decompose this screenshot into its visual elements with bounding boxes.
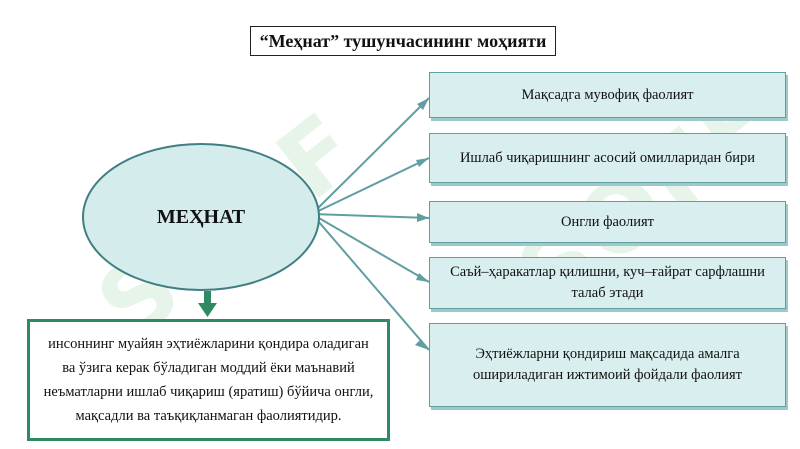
item-text-2: Ишлаб чиқаришнинг асосий омилларидан бир… — [459, 149, 756, 166]
arrowhead-3 — [417, 213, 429, 222]
item-text-4: Саъй–ҳаракатлар қилишни, куч–ғайрат сарф… — [450, 264, 765, 301]
arrowhead-4 — [416, 273, 429, 282]
center-label: МЕҲНАТ — [156, 205, 246, 228]
arrowhead-1 — [417, 98, 429, 110]
connector-line-5 — [311, 213, 430, 351]
arrowhead-2 — [416, 158, 429, 167]
item-text-3: Онгли фаолият — [561, 213, 654, 230]
down-arrow — [198, 291, 217, 317]
connector-line-4 — [311, 213, 430, 283]
definition-box: инсоннинг муайян эҳтиёжларини қондира ол… — [27, 319, 390, 441]
item-text-5: Эҳтиёжларни қондириш мақсадида амалга ош… — [472, 346, 743, 383]
item-box-3: Онгли фаолият — [429, 201, 786, 243]
item-box-5: Эҳтиёжларни қондириш мақсадида амалга ош… — [429, 323, 786, 407]
item-box-2: Ишлаб чиқаришнинг асосий омилларидан бир… — [429, 133, 786, 183]
item-text-1: Мақсадга мувофиқ фаолият — [521, 86, 694, 103]
connector-line-2 — [311, 157, 430, 215]
connector-line-3 — [311, 213, 430, 219]
diagram-title: “Меҳнат” тушунчасининг моҳияти — [250, 26, 556, 56]
connector-line-1 — [311, 97, 430, 215]
item-box-4: Саъй–ҳаракатлар қилишни, куч–ғайрат сарф… — [429, 257, 786, 309]
item-box-1: Мақсадга мувофиқ фаолият — [429, 72, 786, 118]
center-ellipse: МЕҲНАТ — [82, 143, 320, 291]
definition-text: инсоннинг муайян эҳтиёжларини қондира ол… — [43, 336, 374, 424]
arrowhead-5 — [415, 339, 429, 350]
